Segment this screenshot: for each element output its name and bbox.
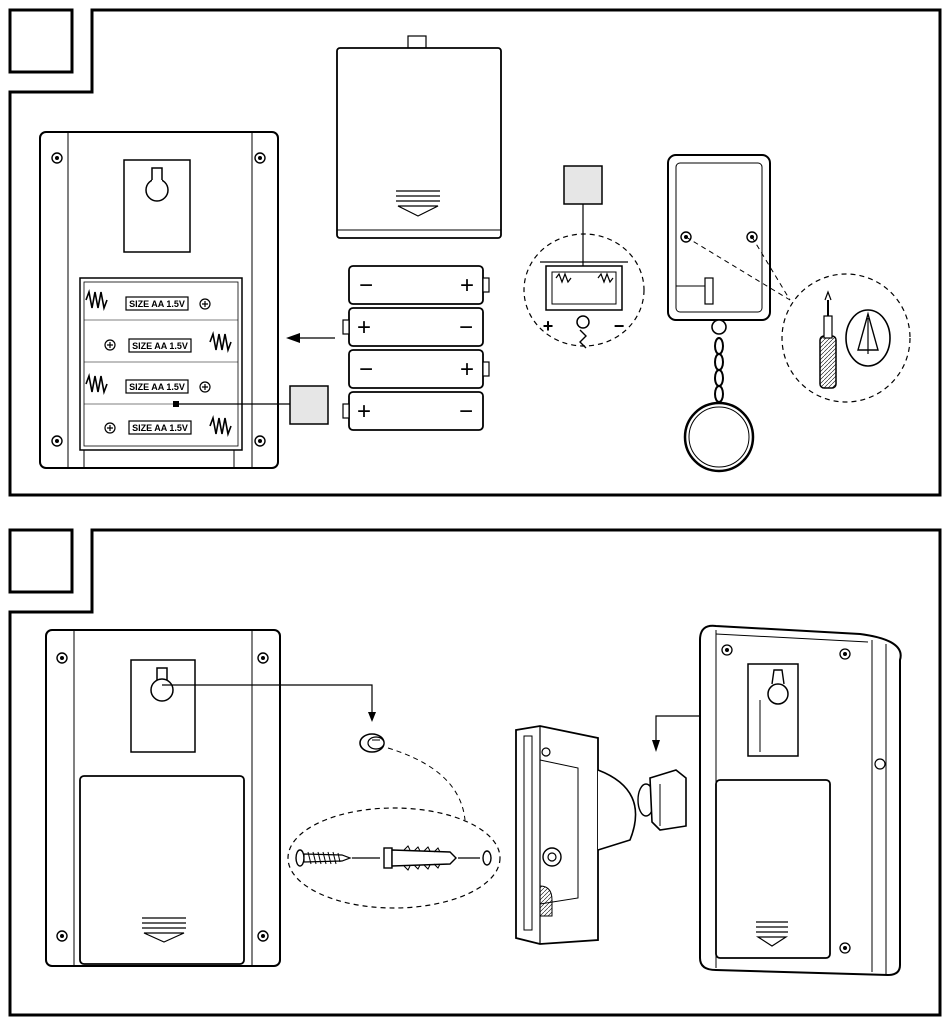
keyhole-icon — [131, 660, 195, 752]
arrow-icon — [286, 333, 335, 343]
wall-plug-icon — [384, 846, 456, 870]
svg-text:SIZE AA 1.5V: SIZE AA 1.5V — [129, 299, 185, 309]
panel-2 — [10, 530, 940, 1015]
keyfob — [668, 155, 790, 471]
svg-text:+: + — [357, 314, 371, 341]
polarity-plus-label: + — [543, 316, 554, 336]
device-back-closed — [46, 630, 280, 966]
battery-slot-label: SIZE AA 1.5V — [126, 380, 188, 393]
battery-slot-label: SIZE AA 1.5V — [129, 339, 191, 352]
device-back-open: SIZE AA 1.5V SIZE AA 1.5V SIZE AA 1.5V S… — [40, 132, 278, 468]
svg-text:−: − — [359, 272, 373, 299]
chain-icon — [715, 338, 723, 402]
bracket-screw-icon — [543, 848, 561, 866]
keyhole-icon — [748, 664, 798, 756]
device-perspective — [700, 626, 901, 975]
ball-joint — [598, 770, 686, 850]
screw-head-icon — [846, 310, 890, 366]
polarity-minus-label: − — [614, 316, 625, 336]
keyfob-battery-detail: + − — [524, 166, 644, 348]
svg-text:SIZE AA 1.5V: SIZE AA 1.5V — [132, 423, 188, 433]
screw-icon — [360, 734, 384, 752]
svg-text:+: + — [460, 272, 474, 299]
panel-1: SIZE AA 1.5V SIZE AA 1.5V SIZE AA 1.5V S… — [10, 10, 940, 495]
keyring-icon — [685, 403, 753, 471]
screw-plug-detail — [288, 808, 500, 908]
screwdriver-detail — [782, 274, 910, 402]
screwdriver-icon — [820, 292, 836, 388]
svg-text:+: + — [357, 398, 371, 425]
battery-slot-label: SIZE AA 1.5V — [126, 297, 188, 310]
battery: − + — [349, 266, 489, 304]
battery: + − — [343, 392, 483, 430]
step-2-box — [10, 530, 72, 592]
screw-icon — [296, 850, 350, 866]
battery-cover — [337, 36, 501, 238]
svg-text:−: − — [459, 314, 473, 341]
svg-text:−: − — [459, 398, 473, 425]
wall-bracket — [516, 726, 686, 944]
battery-slot-label: SIZE AA 1.5V — [129, 421, 191, 434]
svg-text:+: + — [460, 356, 474, 383]
svg-text:SIZE AA 1.5V: SIZE AA 1.5V — [129, 382, 185, 392]
batteries: − + + − − + + − — [343, 266, 489, 430]
svg-text:SIZE AA 1.5V: SIZE AA 1.5V — [132, 341, 188, 351]
keyhole-icon — [124, 160, 190, 252]
battery-compartment: SIZE AA 1.5V SIZE AA 1.5V SIZE AA 1.5V S… — [80, 278, 242, 450]
step-1-box — [10, 10, 72, 72]
battery: + − — [343, 308, 483, 346]
svg-text:−: − — [359, 356, 373, 383]
battery: − + — [349, 350, 489, 388]
